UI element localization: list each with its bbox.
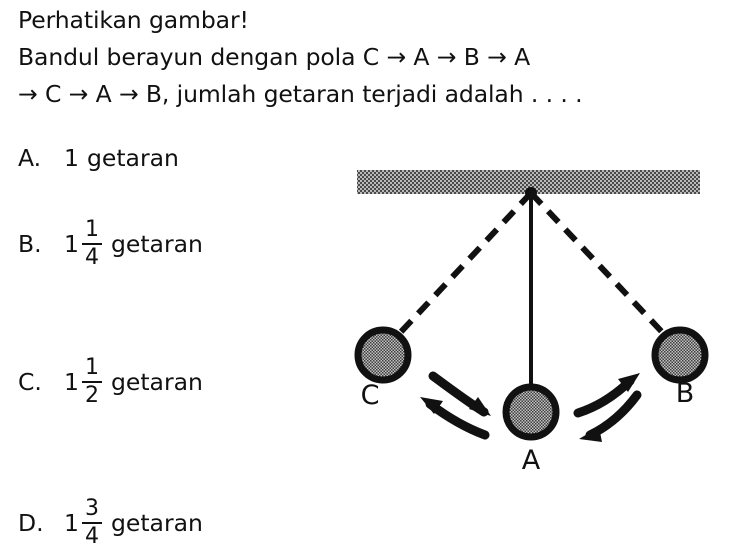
option-b-denominator: 4 bbox=[84, 245, 99, 271]
arrow-a-to-b bbox=[573, 373, 640, 418]
option-b-numerator: 1 bbox=[84, 216, 99, 242]
option-d-unit: getaran bbox=[110, 509, 203, 537]
option-d-whole: 1 bbox=[64, 509, 79, 537]
option-c-denominator: 2 bbox=[84, 383, 99, 409]
figure-label-C: C bbox=[361, 380, 380, 411]
option-c-unit: getaran bbox=[110, 368, 203, 396]
option-c-whole: 1 bbox=[64, 368, 79, 396]
answer-option-c[interactable]: C. 1 1 2 getaran bbox=[18, 356, 338, 407]
option-b-fraction: 1 4 bbox=[81, 216, 102, 271]
question-line-1: Perhatikan gambar! bbox=[18, 6, 249, 34]
dashed-string-to-B bbox=[528, 190, 682, 353]
pivot-point bbox=[525, 187, 537, 199]
figure-label-B: B bbox=[676, 378, 695, 409]
arrow-a-to-c bbox=[420, 397, 490, 440]
option-c-numerator: 1 bbox=[84, 354, 99, 380]
option-a-whole: 1 bbox=[64, 144, 79, 172]
answer-option-a[interactable]: A. 1 getaran bbox=[18, 140, 338, 176]
option-b-unit: getaran bbox=[110, 230, 203, 258]
option-c-fraction: 1 2 bbox=[81, 354, 102, 409]
option-d-denominator: 4 bbox=[84, 524, 99, 549]
question-block: Perhatikan gambar! Bandul berayun dengan… bbox=[18, 2, 748, 113]
pendulum-bob-A bbox=[502, 383, 560, 441]
pendulum-bob-B bbox=[651, 326, 709, 384]
arrow-c-to-a bbox=[428, 371, 491, 417]
dashed-string-to-C bbox=[381, 190, 534, 353]
option-b-fraction-bar bbox=[81, 242, 102, 246]
option-b-letter: B. bbox=[18, 230, 42, 258]
pendulum-diagram: C B A bbox=[340, 150, 740, 494]
question-line-3: → C → A → B, jumlah getaran terjadi adal… bbox=[18, 80, 583, 108]
pendulum-bob-C bbox=[354, 326, 412, 384]
question-line-2: Bandul berayun dengan pola C → A → B → A bbox=[18, 43, 531, 71]
figure-label-A: A bbox=[522, 445, 541, 476]
option-d-letter: D. bbox=[18, 509, 44, 537]
answer-option-d[interactable]: D. 1 3 4 getaran bbox=[18, 497, 338, 548]
option-d-numerator: 3 bbox=[84, 495, 99, 521]
option-a-unit: getaran bbox=[86, 144, 179, 172]
option-d-fraction-bar bbox=[81, 521, 102, 525]
option-c-fraction-bar bbox=[81, 380, 102, 384]
answer-option-b[interactable]: B. 1 1 4 getaran bbox=[18, 218, 338, 269]
option-c-letter: C. bbox=[18, 368, 42, 396]
option-d-fraction: 3 4 bbox=[81, 495, 102, 549]
option-a-letter: A. bbox=[18, 144, 42, 172]
answer-options-list: A. 1 getaran B. 1 1 4 getaran C. 1 1 2 g… bbox=[18, 140, 338, 548]
arrow-b-to-a bbox=[579, 390, 642, 442]
option-b-whole: 1 bbox=[64, 230, 79, 258]
